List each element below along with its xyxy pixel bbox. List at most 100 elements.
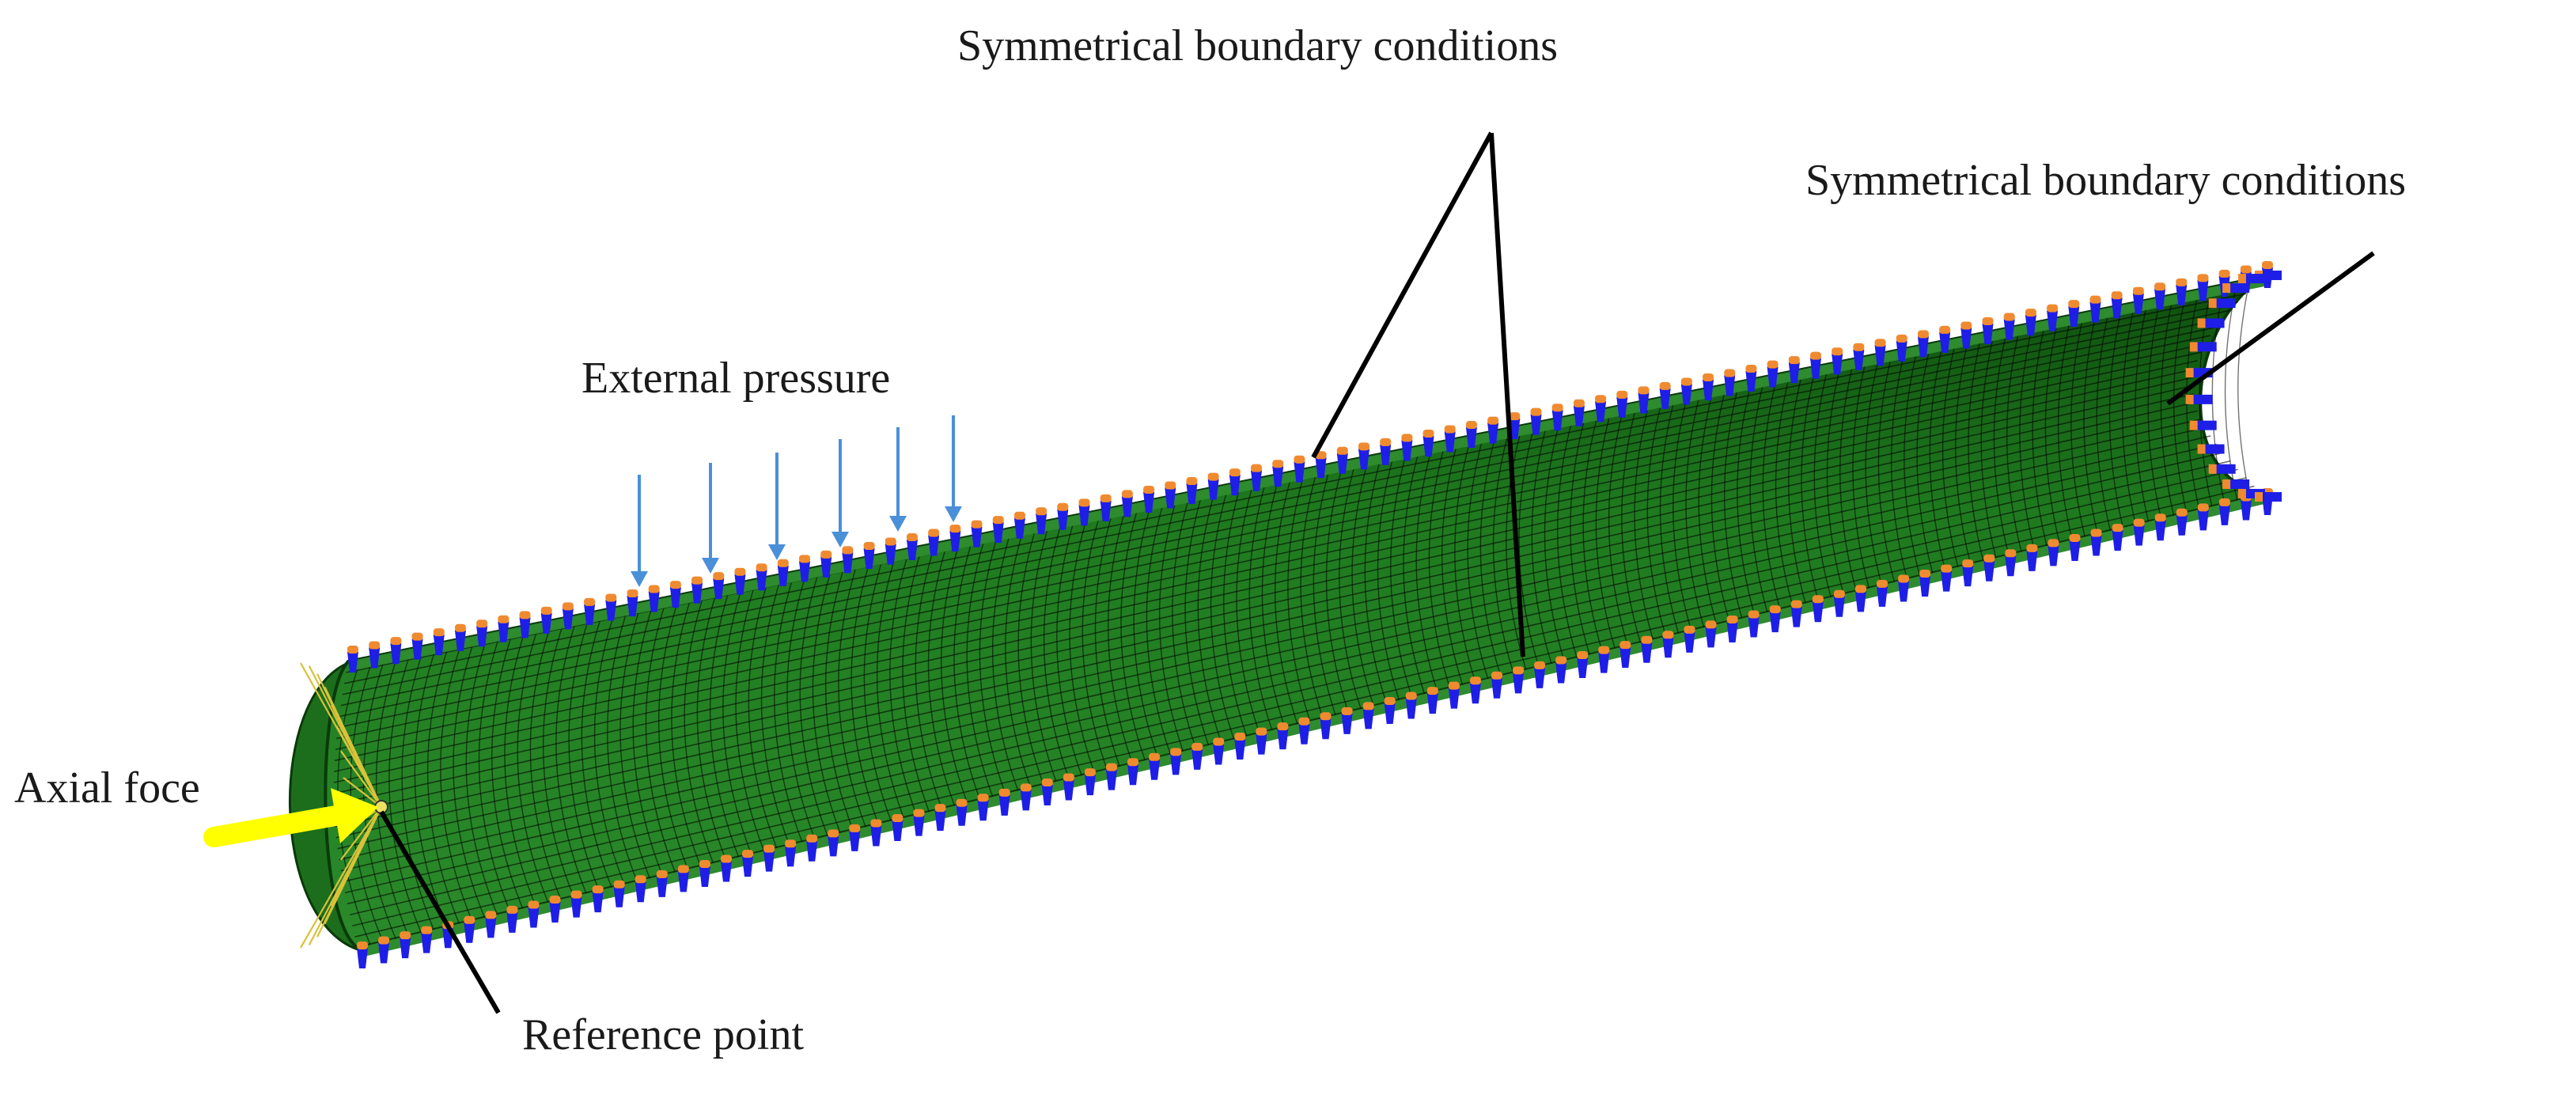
mesh-circ-line xyxy=(799,566,828,836)
bc-marker xyxy=(1143,485,1155,513)
mesh-circ-line xyxy=(607,604,638,882)
bc-cone xyxy=(584,604,596,625)
bc-marker xyxy=(1724,369,1736,396)
mesh-circ-line xyxy=(1210,484,1235,740)
mesh-circ-line xyxy=(1813,363,1832,598)
bc-marker xyxy=(1659,381,1671,409)
bc-tip xyxy=(506,905,518,914)
bc-marker xyxy=(2069,533,2081,561)
bc-tip xyxy=(1745,365,1757,373)
bc-tip xyxy=(347,646,358,654)
bc-tip xyxy=(1726,615,1738,623)
bc-marker xyxy=(1251,464,1263,491)
mesh-circ-line xyxy=(1904,346,1921,577)
bc-marker xyxy=(1573,399,1585,426)
bc-marker xyxy=(820,550,832,578)
mesh-circ-line xyxy=(517,623,549,903)
bc-cone xyxy=(454,630,466,651)
bc-tip xyxy=(934,804,946,813)
bc-marker xyxy=(2068,300,2080,328)
bc-tip xyxy=(1020,783,1032,792)
bc-marker xyxy=(1809,351,1821,379)
bc-marker xyxy=(1487,416,1499,444)
mesh-circ-line xyxy=(1274,472,1298,725)
bc-tip xyxy=(799,555,811,563)
bc-tip xyxy=(1448,681,1460,690)
bc-marker xyxy=(1874,339,1886,366)
bc-marker xyxy=(584,597,596,625)
bc-tip xyxy=(1724,369,1736,377)
bc-cone xyxy=(570,896,582,918)
bc-cone xyxy=(1832,354,1843,375)
bc-cone xyxy=(1619,647,1631,669)
mesh-circ-line xyxy=(1017,522,1044,785)
bc-cone xyxy=(528,907,540,928)
bc-tip xyxy=(1465,421,1477,430)
bc-tip xyxy=(1487,416,1499,425)
bc-marker xyxy=(485,911,497,938)
bc-marker xyxy=(1769,605,1781,633)
mesh-circ-line xyxy=(1582,410,1603,652)
mesh-circ-line xyxy=(401,646,434,930)
down-arrow-icon xyxy=(631,475,648,587)
mesh-circ-line xyxy=(1737,379,1756,616)
bc-marker xyxy=(720,854,732,882)
bc-cone xyxy=(828,835,839,857)
bc-tip xyxy=(2132,286,2144,295)
mesh-circ-line xyxy=(1223,481,1248,737)
bc-cone xyxy=(369,647,381,669)
mesh-circ-line xyxy=(2147,297,2162,519)
bc-marker xyxy=(1790,600,1802,627)
bc-cone xyxy=(1598,652,1610,673)
bc-tip xyxy=(1422,429,1434,438)
mesh-circ-line xyxy=(1377,451,1400,700)
bc-cone xyxy=(1041,784,1053,805)
bc-marker xyxy=(2133,518,2145,546)
bc-marker xyxy=(635,875,646,903)
bc-tip xyxy=(1705,620,1717,629)
bc-cone xyxy=(411,638,423,660)
mesh-circ-line xyxy=(774,571,803,843)
bc-tip xyxy=(627,589,638,598)
bc-tip xyxy=(1149,752,1161,761)
bc-marker xyxy=(885,537,896,565)
bc-marker xyxy=(849,824,861,851)
bc-marker xyxy=(1748,610,1760,638)
leader-lines xyxy=(379,131,2375,1014)
mesh-circ-line xyxy=(1043,517,1070,779)
pressure-head xyxy=(832,532,849,548)
mesh-circ-line xyxy=(1749,377,1768,613)
bc-marker xyxy=(1595,395,1607,422)
mesh-circ-line xyxy=(1005,525,1032,788)
bc-tip xyxy=(2112,524,2123,532)
bc-tip xyxy=(605,593,617,602)
bc-cone xyxy=(421,932,433,953)
bc-tip xyxy=(1982,316,1994,325)
mesh-circ-line xyxy=(581,609,612,888)
bc-marker xyxy=(540,606,552,634)
bc-marker xyxy=(1277,722,1289,750)
bc-marker xyxy=(648,585,660,612)
mesh-circ-line xyxy=(1877,350,1896,582)
mesh-circ-line xyxy=(1300,466,1324,718)
down-arrow-icon xyxy=(889,427,907,532)
bc-marker xyxy=(1854,585,1866,612)
pressure-head xyxy=(702,558,719,574)
mesh-circ-line xyxy=(1865,354,1883,585)
mesh-circ-line xyxy=(2083,309,2098,534)
pressure-head xyxy=(945,506,962,522)
bc-marker xyxy=(713,572,725,600)
bc-tip xyxy=(2068,300,2080,309)
bc-tip xyxy=(849,824,861,832)
bc-marker xyxy=(519,611,531,638)
mesh-circ-line xyxy=(2032,320,2048,547)
mesh-circ-line xyxy=(2160,294,2175,516)
bc-tip xyxy=(1767,360,1779,369)
bc-marker xyxy=(2025,309,2036,336)
bc-cone xyxy=(1982,323,1994,344)
bc-marker xyxy=(977,794,989,821)
bc-marker xyxy=(1170,748,1182,775)
bc-tip xyxy=(1165,481,1176,490)
mesh-circ-line xyxy=(645,597,676,873)
bc-tip xyxy=(357,942,368,949)
